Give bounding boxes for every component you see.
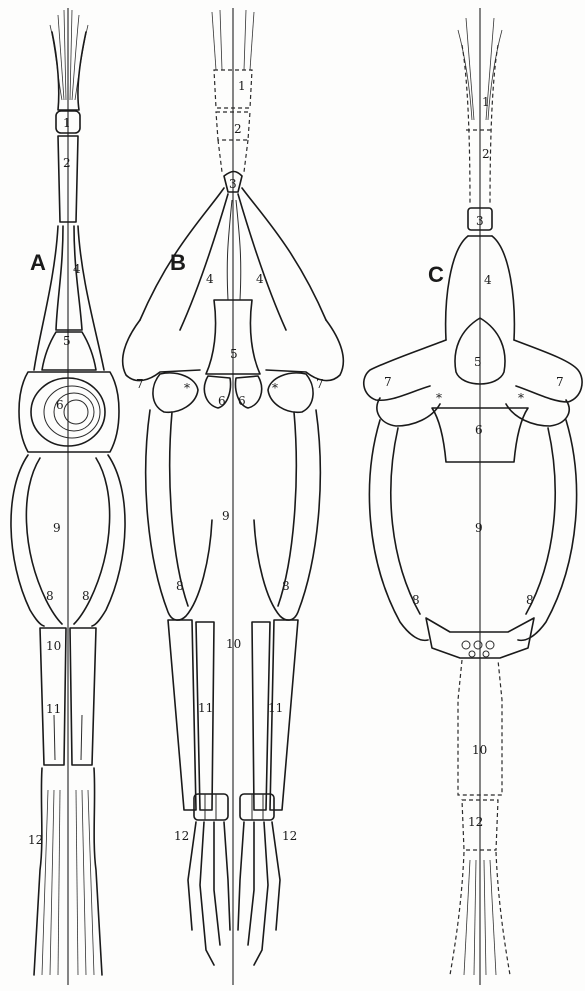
panel-a-bone-11 <box>70 628 96 765</box>
panel-c-bone-7-left <box>364 340 446 400</box>
panel-a-bone-4-right <box>78 226 104 370</box>
panel-b-letter: B <box>170 250 186 275</box>
panel-b-label-4-right: 4 <box>256 272 264 286</box>
panel-a-label-5: 5 <box>63 334 71 348</box>
panel-b-label-11-right: 11 <box>268 701 283 715</box>
panel-c: C 1 2 3 4 5 7 7 * * 6 9 8 8 10 12 <box>364 8 582 985</box>
panel-a-label-2: 2 <box>63 156 71 170</box>
panel-b-bone-10-left <box>168 620 196 810</box>
panel-c-letter: C <box>428 262 444 287</box>
panel-c-label-5: 5 <box>474 355 482 369</box>
panel-a-label-9: 9 <box>53 521 61 535</box>
panel-b-toes-right <box>238 822 280 965</box>
panel-b-label-4-left: 4 <box>206 272 214 286</box>
panel-a-top-fin-rays <box>50 10 88 110</box>
panel-a-label-4: 4 <box>73 262 81 276</box>
panel-b-bone-4-right <box>242 188 326 320</box>
panel-b-tarsals-right <box>240 794 274 820</box>
panel-c-star-left: * <box>436 391 442 405</box>
panel-a-letter: A <box>30 250 46 275</box>
panel-b-bone-11-left <box>196 622 214 810</box>
panel-c-label-1: 1 <box>482 95 490 109</box>
panel-b-bone-7-left <box>123 320 200 381</box>
panel-b-star-left: * <box>184 381 190 395</box>
panel-b-label-7-left: 7 <box>136 377 144 391</box>
panel-b-label-1: 1 <box>238 79 246 93</box>
panel-b-label-12-left: 12 <box>174 829 189 843</box>
panel-b-bone-7-right <box>266 320 343 381</box>
panel-b-label-2: 2 <box>234 122 242 136</box>
panel-a-label-6: 6 <box>56 398 64 412</box>
panel-c-bone-4-right <box>492 236 514 340</box>
panel-a-label-8-right: 8 <box>82 589 90 603</box>
panel-c-joint-left <box>377 398 440 426</box>
panel-b-label-8-right: 8 <box>282 579 290 593</box>
panel-a-label-1: 1 <box>63 116 71 130</box>
panel-c-label-8-right: 8 <box>526 593 534 607</box>
panel-c-label-4: 4 <box>484 273 492 287</box>
panel-c-star-right: * <box>518 391 524 405</box>
panel-b-label-12-right: 12 <box>282 829 297 843</box>
panel-b-label-8-left: 8 <box>176 579 184 593</box>
panel-c-label-6: 6 <box>475 423 483 437</box>
panel-b-bone-11-right <box>252 622 270 810</box>
panel-b-star-right: * <box>272 381 278 395</box>
panel-c-label-7-right: 7 <box>556 375 564 389</box>
panel-b-joint-left <box>153 373 198 412</box>
panel-a-bone-4-left <box>34 226 58 370</box>
panel-b-label-3: 3 <box>229 177 237 191</box>
panel-b-label-9: 9 <box>222 509 230 523</box>
panel-c-joint-right <box>506 400 569 426</box>
panel-b-bone-10-right <box>270 620 298 810</box>
panel-a-label-12: 12 <box>28 833 43 847</box>
panel-c-label-3: 3 <box>476 214 484 228</box>
panel-c-label-10: 10 <box>472 743 487 757</box>
panel-a: A 1 2 4 5 6 9 8 8 10 11 12 <box>11 8 125 985</box>
panel-a-label-8-left: 8 <box>46 589 54 603</box>
panel-c-bone-4-left <box>446 236 468 340</box>
panel-b: B 1 2 3 4 4 5 7 7 * * 6 6 9 8 8 10 11 11… <box>123 8 344 985</box>
panel-c-label-9: 9 <box>475 521 483 535</box>
panel-c-label-8-left: 8 <box>412 593 420 607</box>
panel-b-label-6-left: 6 <box>218 394 226 408</box>
panel-c-bone-7-right <box>514 340 582 402</box>
panel-a-label-11: 11 <box>46 702 61 716</box>
panel-b-label-10: 10 <box>226 637 241 651</box>
panel-b-toes-left <box>188 822 230 965</box>
panel-a-bone-6-frame <box>19 372 119 452</box>
panel-c-label-7-left: 7 <box>384 375 392 389</box>
panel-c-label-2: 2 <box>482 147 490 161</box>
panel-c-bone-8-left <box>369 420 428 640</box>
panel-c-label-12: 12 <box>468 815 483 829</box>
panel-c-bone-8-right <box>518 420 577 640</box>
panel-b-label-11-left: 11 <box>198 701 213 715</box>
panel-b-label-6-right: 6 <box>238 394 246 408</box>
panel-b-label-5: 5 <box>230 347 238 361</box>
panel-a-label-10: 10 <box>46 639 61 653</box>
panel-b-label-7-right: 7 <box>316 377 324 391</box>
